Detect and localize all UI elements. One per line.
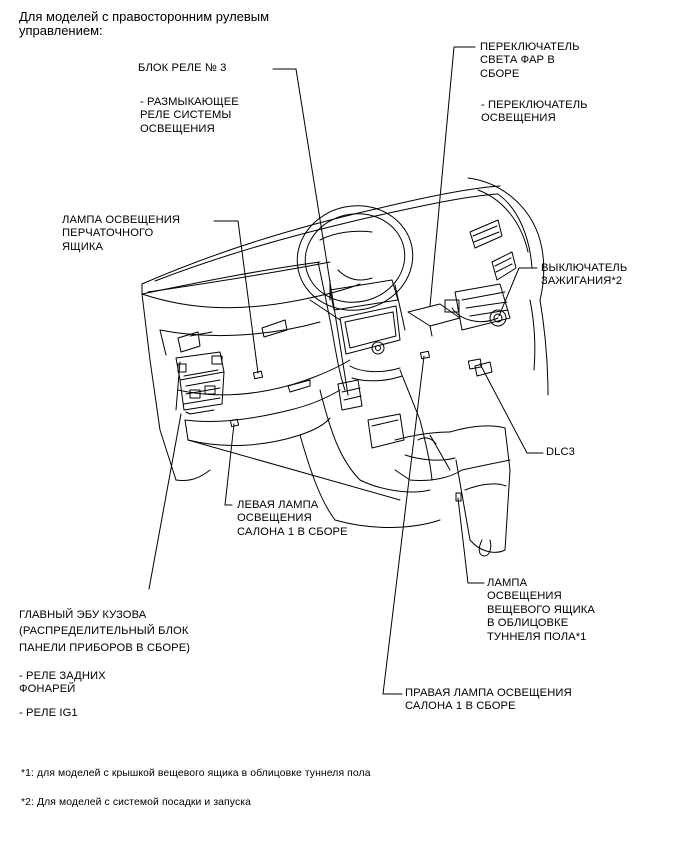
- right-room-lamp-line: САЛОНА 1 В СБОРЕ: [405, 700, 516, 713]
- label-dlc3: DLC3: [546, 446, 575, 459]
- ignition-switch-line: ВЫКЛЮЧАТЕЛЬ: [541, 262, 628, 274]
- footnote-2: *2: Для моделей с системой посадки и зап…: [21, 797, 251, 809]
- label-main-body-ecu: ГЛАВНЫЙ ЭБУ КУЗОВА (РАСПРЕДЕЛИТЕЛЬНЫЙ БЛ…: [19, 609, 190, 655]
- label-relay-block-sub: - РАЗМЫКАЮЩЕЕ РЕЛЕ СИСТЕМЫ ОСВЕЩЕНИЯ: [140, 96, 239, 136]
- leader-lines: [148, 46, 544, 695]
- heading-line-2: управлением:: [19, 23, 103, 38]
- glovebox-lamp-line: ЯЩИКА: [62, 240, 104, 253]
- dlc3-connector: [467, 358, 483, 370]
- footnote-text: *1: для моделей с крышкой вещевого ящика…: [21, 768, 371, 779]
- console-box-lamp-line: В ОБЛИЦОВКЕ: [487, 617, 569, 630]
- glovebox-lamp-line: ПЕРЧАТОЧНОГО: [62, 227, 154, 240]
- relay-block-sub-line: - РАЗМЫКАЮЩЕЕ: [140, 96, 239, 108]
- main-body-ecu-sub-line: - РЕЛЕ ЗАДНИХ: [19, 670, 106, 682]
- combination-switch: [407, 283, 511, 377]
- main-body-ecu-line: ГЛАВНЫЙ ЭБУ КУЗОВА: [19, 609, 147, 621]
- label-console-box-lamp: ЛАМПА ОСВЕЩЕНИЯ ВЕЩЕВОГО ЯЩИКА В ОБЛИЦОВ…: [487, 577, 595, 644]
- headlight-switch-sub-line: - ПЕРЕКЛЮЧАТЕЛЬ: [481, 99, 588, 111]
- main-body-ecu-sub-line: - РЕЛЕ IG1: [19, 707, 78, 719]
- glovebox-lamp-line: ЛАМПА ОСВЕЩЕНИЯ: [62, 214, 181, 226]
- main-body-ecu-line: (РАСПРЕДЕЛИТЕЛЬНЫЙ БЛОК: [19, 625, 189, 638]
- headlight-switch-line: ПЕРЕКЛЮЧАТЕЛЬ: [480, 41, 580, 53]
- heading-line-1: Для моделей с правосторонним рулевым: [19, 9, 270, 24]
- dlc3-text: DLC3: [546, 446, 576, 458]
- relay-block-3: [337, 379, 363, 411]
- footnote-1: *1: для моделей с крышкой вещевого ящика…: [21, 768, 371, 780]
- main-body-ecu-sub-line: ФОНАРЕЙ: [19, 683, 76, 696]
- diagram-heading: Для моделей с правосторонним рулевым упр…: [19, 10, 269, 38]
- right-room-lamp: [419, 350, 431, 360]
- steering-wheel: [296, 205, 414, 321]
- footnote-text: *2: Для моделей с системой посадки и зап…: [21, 797, 252, 808]
- console-box-lamp-line: ТУННЕЛЯ ПОЛА*1: [487, 630, 587, 643]
- label-headlight-switch-sub: - ПЕРЕКЛЮЧАТЕЛЬ ОСВЕЩЕНИЯ: [481, 99, 588, 126]
- right-room-lamp-line: ПРАВАЯ ЛАМПА ОСВЕЩЕНИЯ: [405, 687, 572, 699]
- headlight-switch-line: СВЕТА ФАР В: [480, 54, 555, 67]
- label-right-room-lamp: ПРАВАЯ ЛАМПА ОСВЕЩЕНИЯ САЛОНА 1 В СБОРЕ: [405, 687, 572, 714]
- console-box-lamp-line: ОСВЕЩЕНИЯ: [487, 590, 562, 603]
- console-box-lamp-line: ЛАМПА: [487, 577, 528, 589]
- label-relay-block-3: БЛОК РЕЛЕ № 3: [138, 62, 226, 75]
- center-console: [299, 261, 511, 557]
- console-box-lamp-line: ВЕЩЕВОГО ЯЩИКА: [487, 603, 595, 616]
- left-room-lamp-line: ОСВЕЩЕНИЯ: [237, 512, 312, 525]
- left-room-lamp-line: САЛОНА 1 В СБОРЕ: [237, 525, 348, 538]
- main-body-ecu-line: ПАНЕЛИ ПРИБОРОВ В СБОРЕ): [19, 641, 191, 654]
- dashboard-outline: [141, 177, 549, 501]
- label-main-body-ecu-sub1: - РЕЛЕ ЗАДНИХ ФОНАРЕЙ: [19, 670, 106, 697]
- left-room-lamp-line: ЛЕВАЯ ЛАМПА: [237, 499, 319, 511]
- left-room-lamp: [229, 418, 240, 428]
- label-left-room-lamp: ЛЕВАЯ ЛАМПА ОСВЕЩЕНИЯ САЛОНА 1 В СБОРЕ: [237, 499, 348, 539]
- relay-block-title: БЛОК РЕЛЕ № 3: [138, 62, 227, 74]
- relay-block-sub-line: РЕЛЕ СИСТЕМЫ: [140, 109, 232, 122]
- label-glovebox-lamp: ЛАМПА ОСВЕЩЕНИЯ ПЕРЧАТОЧНОГО ЯЩИКА: [62, 214, 180, 254]
- main-body-ecu: [175, 351, 225, 415]
- label-headlight-switch: ПЕРЕКЛЮЧАТЕЛЬ СВЕТА ФАР В СБОРЕ: [480, 41, 580, 81]
- label-main-body-ecu-sub2: - РЕЛЕ IG1: [19, 707, 78, 720]
- relay-block-sub-line: ОСВЕЩЕНИЯ: [140, 122, 215, 135]
- label-ignition-switch: ВЫКЛЮЧАТЕЛЬ ЗАЖИГАНИЯ*2: [541, 262, 627, 289]
- ignition-switch-line: ЗАЖИГАНИЯ*2: [541, 275, 623, 288]
- headlight-switch-line: СБОРЕ: [480, 67, 520, 80]
- headlight-switch-sub-line: ОСВЕЩЕНИЯ: [481, 112, 556, 125]
